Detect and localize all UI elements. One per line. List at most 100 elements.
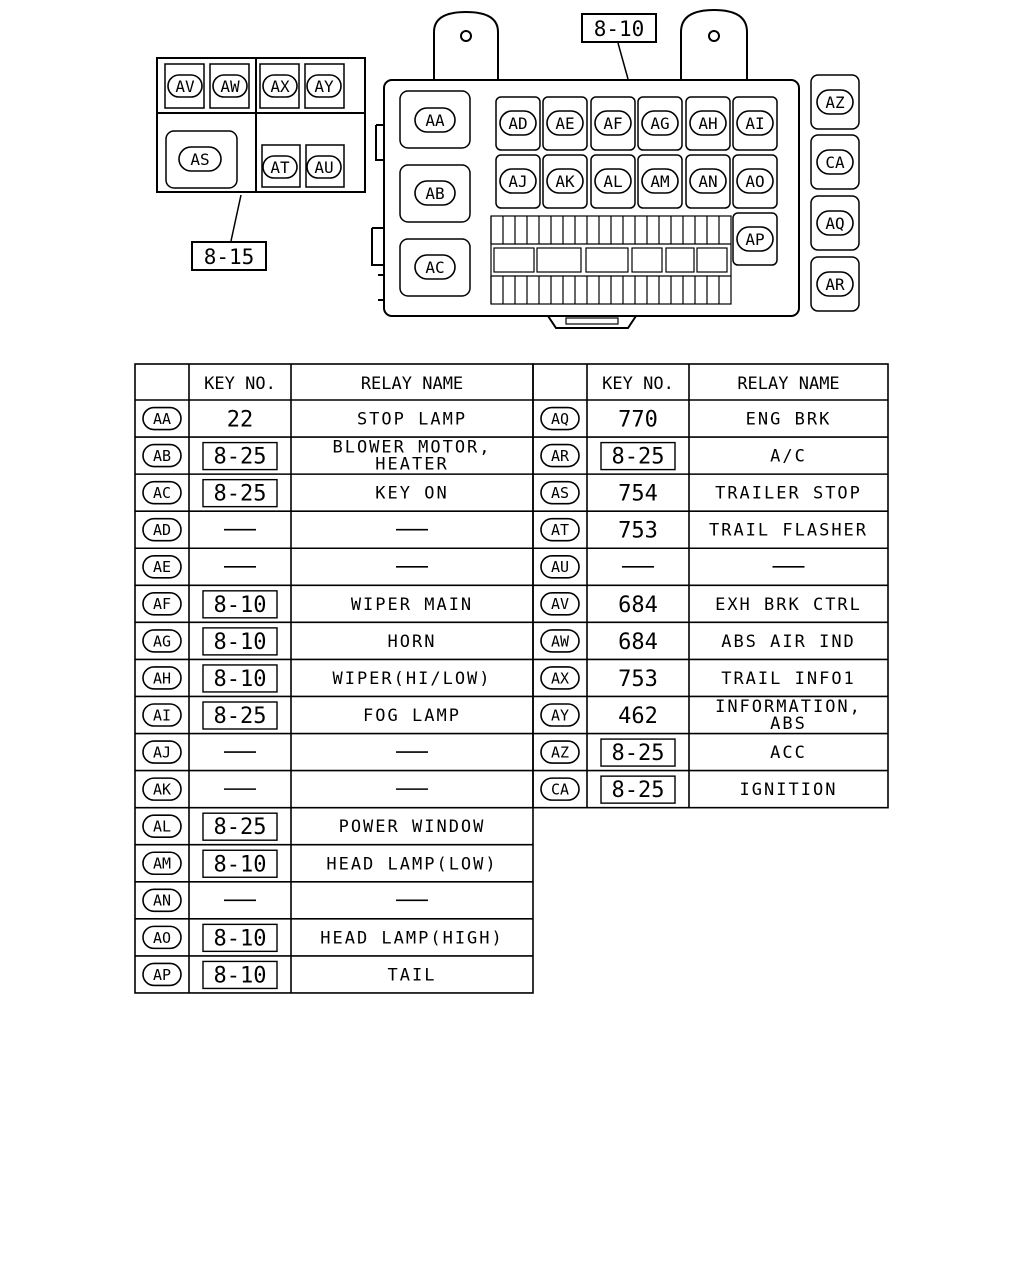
row-id-AB-label: AB <box>153 447 171 465</box>
callout-8-15-box <box>191 241 267 271</box>
relay-socket <box>637 154 683 209</box>
row-id-AY-outline <box>540 703 580 727</box>
callout-8-15: 8-15 <box>204 245 255 269</box>
relay-AO-label: AO <box>745 172 764 191</box>
row-id-AU-label: AU <box>551 558 569 576</box>
relay-name: — <box>407 521 418 541</box>
relay-AF-label: AF <box>603 114 622 133</box>
row-id-AT-outline <box>540 517 580 542</box>
key-ref-box <box>202 812 278 841</box>
fuse-cell <box>665 247 695 273</box>
fuse-block <box>490 215 732 305</box>
relay-AM-outline <box>641 168 679 194</box>
relay-name: TRAIL INFO1 <box>721 669 856 689</box>
relay-name-line: BLOWER MOTOR, <box>332 438 491 458</box>
row-id-AQ-label: AQ <box>551 410 569 428</box>
key-no: 754 <box>618 482 658 507</box>
relay-AG-outline <box>641 110 679 136</box>
row-id-AK-label: AK <box>153 781 171 799</box>
relay-AL-outline <box>594 168 632 194</box>
relay-socket <box>590 154 636 209</box>
relay-AP-outline <box>736 226 774 252</box>
key-ref-box <box>600 441 676 471</box>
relay-AC-label: AC <box>425 258 444 277</box>
key-ref-box <box>202 849 278 878</box>
relay-AY-outline <box>306 74 342 98</box>
side-relay-socket <box>810 195 860 251</box>
relay-name: BLOWER MOTOR,HEATER <box>332 438 491 475</box>
mount-ear-right <box>680 8 748 80</box>
key-no: 462 <box>618 704 658 729</box>
side-relay-socket <box>810 74 860 130</box>
small-box-socket <box>164 63 205 109</box>
relay-socket <box>495 154 541 209</box>
row-id-AC-outline <box>142 480 182 505</box>
relay-name: HEAD LAMP(LOW) <box>326 854 497 874</box>
row-id-AY-label: AY <box>551 706 569 724</box>
relay-name: KEY ON <box>375 484 448 504</box>
table-row: AJ—— <box>135 732 533 764</box>
row-id-AS-outline <box>540 480 580 505</box>
fuse-cell <box>536 247 582 273</box>
row-id-AG-label: AG <box>153 632 171 650</box>
key-no: 8-10 <box>214 963 267 988</box>
table-row: AK—— <box>135 769 533 801</box>
fuse-cell <box>696 247 728 273</box>
large-socket <box>399 90 471 149</box>
callout-8-10-box <box>581 13 657 43</box>
row-id-AJ-outline <box>142 740 182 764</box>
key-no: 8-25 <box>214 704 267 729</box>
left-header-key-no: KEY NO. <box>204 374 276 394</box>
key-ref-box <box>202 590 278 619</box>
row-id-AT-label: AT <box>551 521 569 539</box>
relay-AC-outline <box>414 254 456 280</box>
row-id-AZ-label: AZ <box>551 743 569 761</box>
leader-8-10 <box>617 42 629 80</box>
relay-AJ-label: AJ <box>508 172 527 191</box>
relay-name: HEAD LAMP(HIGH) <box>320 928 504 948</box>
mount-hole-left <box>460 30 472 42</box>
relay-socket <box>542 154 588 209</box>
key-no: 770 <box>618 408 658 433</box>
key-ref-box <box>202 441 278 471</box>
relay-AN-outline <box>689 168 727 194</box>
row-id-AC-label: AC <box>153 484 171 502</box>
relay-CA-label: CA <box>825 153 845 172</box>
row-id-AW-label: AW <box>551 632 570 650</box>
side-relay-socket <box>810 134 860 190</box>
row-id-AE-label: AE <box>153 558 171 576</box>
relay-name: — <box>407 780 418 800</box>
side-relay-socket <box>810 256 860 312</box>
row-id-AP-label: AP <box>153 966 171 984</box>
row-id-AO-label: AO <box>153 929 171 947</box>
relay-AD-outline <box>499 110 537 136</box>
key-no: — <box>631 556 645 581</box>
row-id-AB-outline <box>142 443 182 468</box>
key-no: 8-10 <box>214 852 267 877</box>
small-box-socket <box>209 63 250 109</box>
relay-AH-outline <box>689 110 727 136</box>
relay-name: — <box>407 743 418 763</box>
relay-AA-label: AA <box>425 111 445 130</box>
relay-AW-outline <box>212 74 248 98</box>
relay-socket <box>732 154 778 209</box>
row-id-CA-label: CA <box>551 781 569 799</box>
relay-AJ-outline <box>499 168 537 194</box>
relay-name: TRAIL FLASHER <box>709 521 868 541</box>
key-no: 684 <box>618 630 658 655</box>
key-no: 684 <box>618 593 658 618</box>
key-ref-box <box>202 627 278 656</box>
relay-AF-outline <box>594 110 632 136</box>
